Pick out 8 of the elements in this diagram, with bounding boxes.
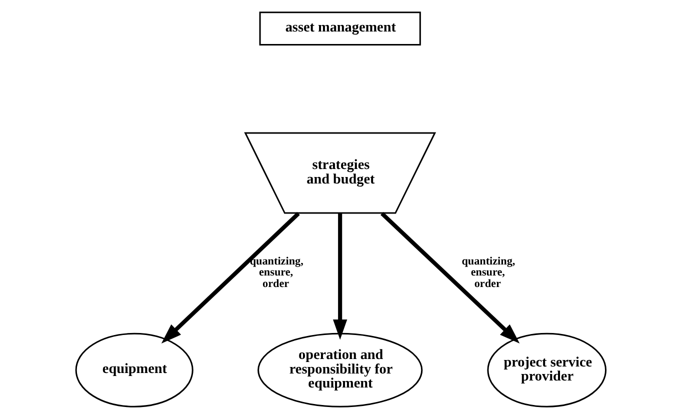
node-box: asset management [259, 12, 421, 46]
arrow [380, 212, 520, 344]
arrow [161, 212, 300, 344]
edge-label: quantizing, ensure, order [462, 256, 516, 290]
node-ellipse: operation and responsibility for equipment [258, 332, 423, 408]
arrow [332, 214, 348, 340]
node-ellipse: equipment [75, 332, 194, 408]
node-ellipse: project service provider [487, 332, 607, 408]
